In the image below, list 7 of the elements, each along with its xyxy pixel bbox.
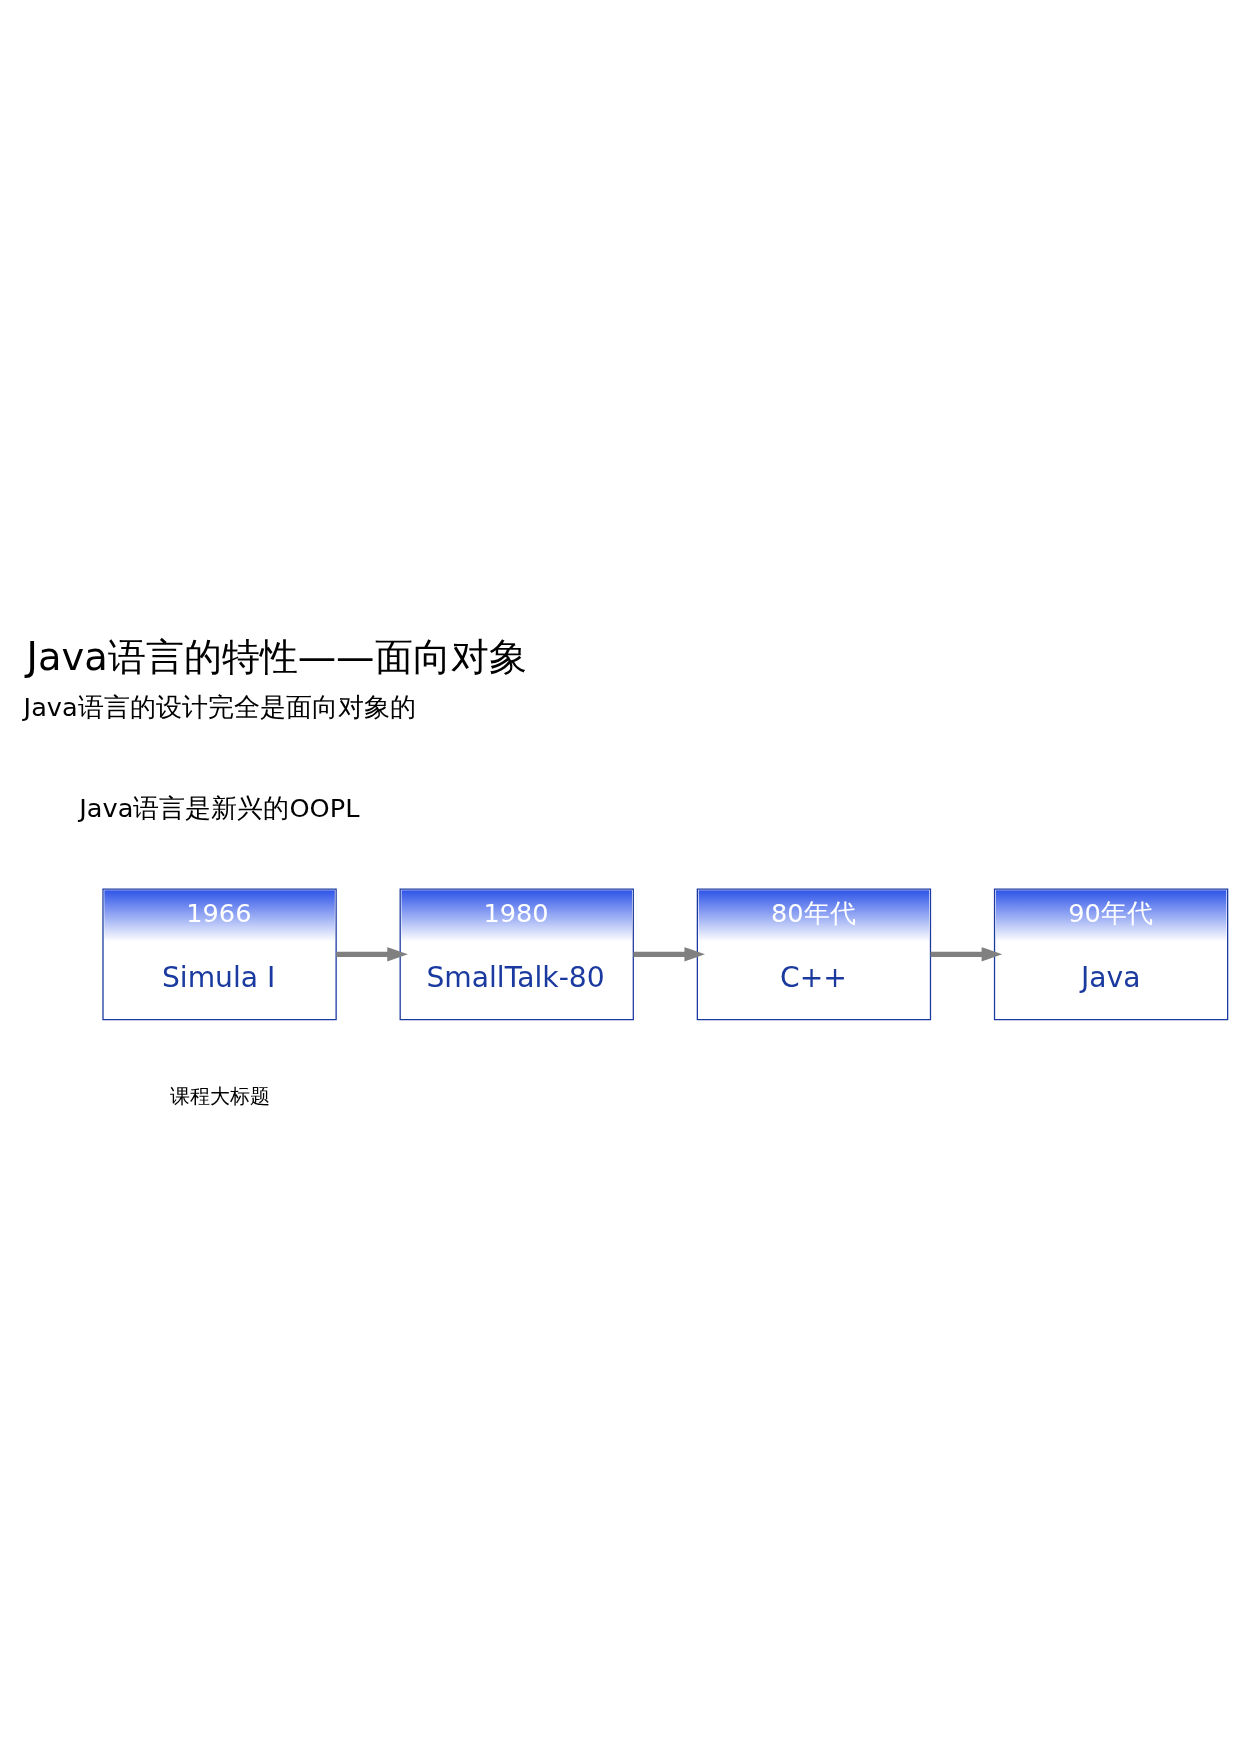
arrow [930, 946, 1003, 962]
arrow [336, 946, 408, 962]
arrow [633, 946, 705, 962]
label: 课程大标题 [169, 1083, 270, 1108]
diagram-title: Java语言的特性——面向对象 [26, 633, 527, 679]
label: Java语言是新兴的OOPL [79, 792, 360, 823]
label: Java语言的设计完全是面向对象的 [23, 691, 416, 722]
